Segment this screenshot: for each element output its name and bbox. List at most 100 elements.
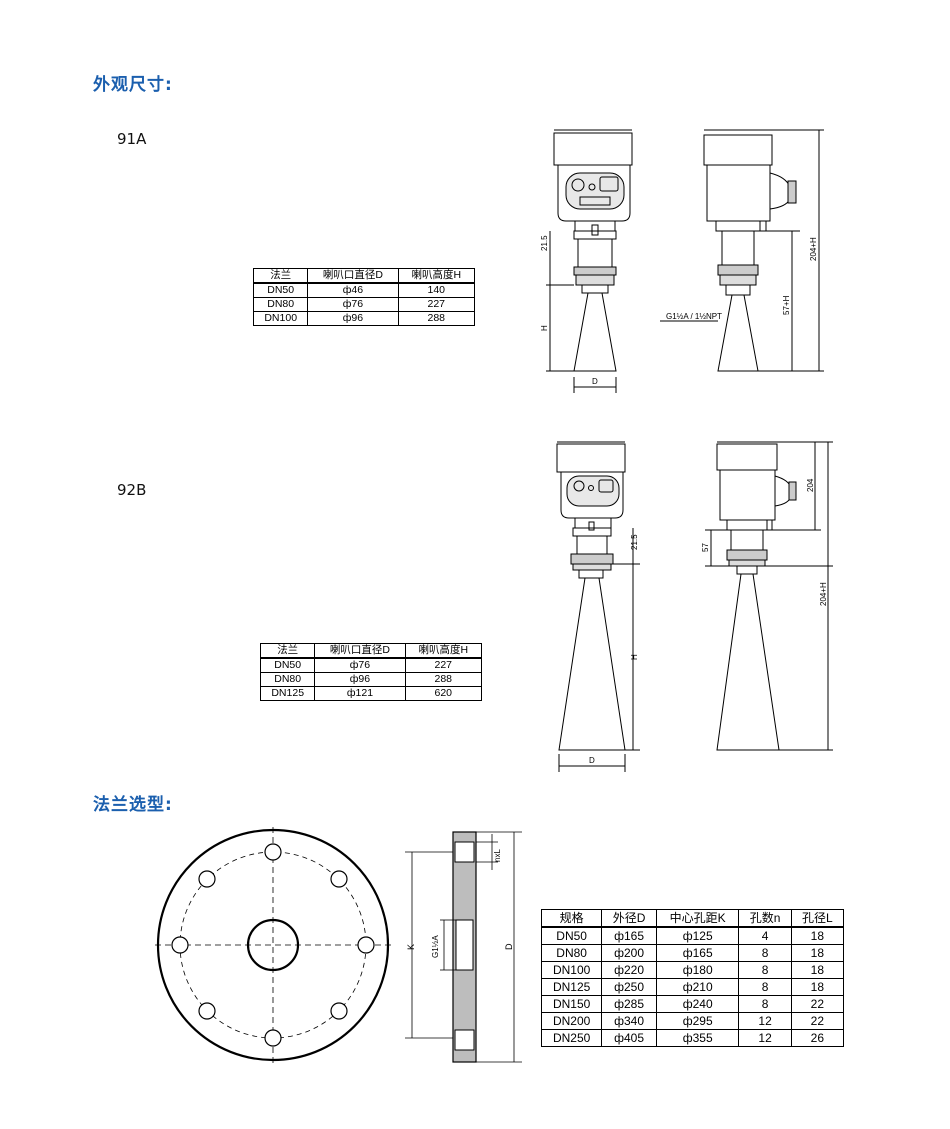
cell: ф240 xyxy=(655,995,740,1013)
cell: 18 xyxy=(790,926,845,945)
cell: ф46 xyxy=(307,282,399,298)
cell: DN80 xyxy=(252,297,309,312)
cell: ф250 xyxy=(601,978,657,996)
dim-204: 204 xyxy=(806,478,815,492)
col-height: 喇叭高度H xyxy=(404,643,483,659)
col-flange: 法兰 xyxy=(252,268,309,284)
cell: ф295 xyxy=(655,1012,740,1030)
model-91a-drawing: 21.5 H D G1½A / 1½NPT 57+H 204+H xyxy=(540,129,824,393)
dim-nxl: nxL xyxy=(493,849,502,862)
flange-drawing: K G1½A nxL D xyxy=(155,827,522,1063)
dim-204h: 204+H xyxy=(819,582,828,606)
cell: 26 xyxy=(790,1029,845,1047)
cell: 288 xyxy=(397,311,476,326)
cell: DN150 xyxy=(540,995,603,1013)
dim-d: D xyxy=(589,756,595,765)
cell: DN80 xyxy=(259,672,316,687)
dim-204h: 204+H xyxy=(809,237,818,261)
cell: 4 xyxy=(738,926,792,945)
cell: ф220 xyxy=(601,961,657,979)
cell: DN200 xyxy=(540,1012,603,1030)
cell: 8 xyxy=(738,944,792,962)
col-l: 孔径L xyxy=(790,909,845,928)
model-91a-label: 91A xyxy=(117,130,147,148)
thread-label: G1½A xyxy=(431,935,440,958)
model-92b-drawing: 21.5 57 H D 204 204+H xyxy=(556,441,833,772)
cell: DN125 xyxy=(540,978,603,996)
col-flange: 法兰 xyxy=(259,643,316,659)
cell: ф165 xyxy=(655,944,740,962)
cell: DN50 xyxy=(259,657,316,673)
cell: 620 xyxy=(404,686,483,701)
dim-h: H xyxy=(540,325,549,331)
cell: ф96 xyxy=(314,672,406,687)
col-k: 中心孔距K xyxy=(655,909,740,928)
cell: ф76 xyxy=(314,657,406,673)
cell: ф96 xyxy=(307,311,399,326)
thread-label: G1½A / 1½NPT xyxy=(666,312,722,321)
cell: ф340 xyxy=(601,1012,657,1030)
dim-d: D xyxy=(504,943,514,950)
cell: ф285 xyxy=(601,995,657,1013)
col-diameter: 喇叭口直径D xyxy=(314,643,406,659)
cell: DN50 xyxy=(252,282,309,298)
cell: 22 xyxy=(790,1012,845,1030)
cell: ф121 xyxy=(314,686,406,701)
flange-heading: 法兰选型: xyxy=(93,795,173,815)
dim-k: K xyxy=(406,944,416,950)
cell: 12 xyxy=(738,1029,792,1047)
cell: 288 xyxy=(404,672,483,687)
cell: 12 xyxy=(738,1012,792,1030)
cell: ф355 xyxy=(655,1029,740,1047)
col-diameter: 喇叭口直径D xyxy=(307,268,399,284)
cell: ф165 xyxy=(601,926,657,945)
dim-h: H xyxy=(630,654,639,660)
col-outer-d: 外径D xyxy=(601,909,657,928)
model-92b-label: 92B xyxy=(117,481,147,499)
cell: ф76 xyxy=(307,297,399,312)
dim-57: 57 xyxy=(701,543,710,552)
cell: 8 xyxy=(738,995,792,1013)
cell: ф210 xyxy=(655,978,740,996)
col-n: 孔数n xyxy=(738,909,792,928)
appearance-heading: 外观尺寸: xyxy=(93,75,173,95)
cell: 18 xyxy=(790,978,845,996)
dim-57h: 57+H xyxy=(782,295,791,315)
cell: 18 xyxy=(790,961,845,979)
cell: 18 xyxy=(790,944,845,962)
cell: DN125 xyxy=(259,686,316,701)
col-height: 喇叭高度H xyxy=(397,268,476,284)
col-spec: 规格 xyxy=(540,909,603,928)
dim-d: D xyxy=(592,377,598,386)
cell: ф180 xyxy=(655,961,740,979)
cell: DN50 xyxy=(540,926,603,945)
cell: DN80 xyxy=(540,944,603,962)
dim-21-5: 21.5 xyxy=(540,235,549,251)
cell: ф200 xyxy=(601,944,657,962)
cell: 140 xyxy=(397,282,476,298)
cell: 8 xyxy=(738,978,792,996)
cell: 227 xyxy=(397,297,476,312)
cell: ф405 xyxy=(601,1029,657,1047)
cell: 227 xyxy=(404,657,483,673)
cell: 8 xyxy=(738,961,792,979)
cell: 22 xyxy=(790,995,845,1013)
cell: ф125 xyxy=(655,926,740,945)
dim-21-5: 21.5 xyxy=(630,534,639,550)
